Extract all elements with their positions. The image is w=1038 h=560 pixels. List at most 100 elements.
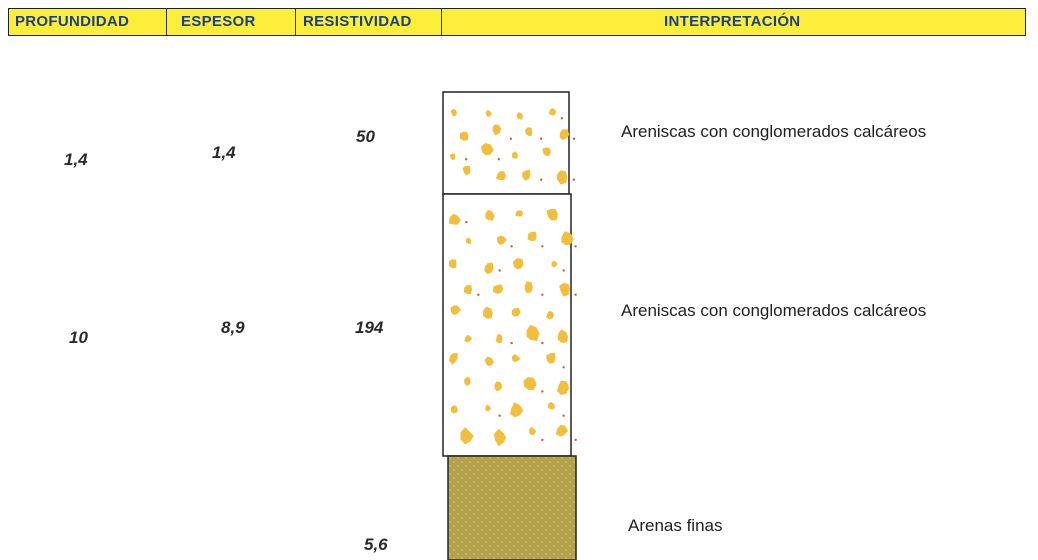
pebble [557, 329, 568, 343]
pebble [512, 258, 524, 270]
pebble [495, 170, 507, 181]
pebble [448, 259, 457, 269]
pebble [494, 381, 503, 392]
header-interpretacion: INTERPRETACIÓN [664, 13, 801, 30]
pebble [462, 165, 471, 176]
pebble [484, 356, 495, 367]
pebble [450, 305, 461, 316]
pebble-dot [541, 245, 544, 248]
pebble-dot [574, 293, 577, 296]
pebble [542, 147, 551, 156]
pebble-dot [465, 220, 468, 224]
pebble [448, 213, 461, 225]
pebble [465, 237, 472, 244]
pebble [464, 334, 473, 343]
pebble-dot [541, 341, 544, 345]
pebble [526, 324, 540, 341]
pebble [450, 405, 458, 414]
pebble [527, 231, 537, 242]
pebble-dot [477, 293, 480, 296]
pebble [494, 428, 507, 447]
pebble [511, 308, 521, 317]
pebble [555, 425, 569, 437]
pebble [485, 209, 495, 221]
pebble-dot [510, 245, 513, 248]
pebble [548, 401, 556, 410]
layer-3-resistividad: 5,6 [364, 535, 388, 554]
pebble-dot [498, 414, 501, 417]
pebble-dot [560, 117, 564, 120]
pebble-dot [539, 137, 543, 140]
layer-1-pebbles [449, 108, 576, 185]
pebble-dot [574, 438, 577, 442]
pebble [559, 129, 570, 141]
pebble [460, 427, 474, 445]
header-divider [441, 9, 442, 35]
pebble-dot [562, 269, 565, 272]
header-profundidad: PROFUNDIDAD [15, 13, 130, 30]
pebble [463, 284, 472, 295]
layer-2-resistividad: 194 [355, 318, 384, 337]
pebble [484, 262, 494, 275]
layer-2-box [442, 193, 577, 457]
pebble-dot [541, 438, 544, 442]
pebble-dot [464, 158, 468, 161]
pebble [483, 306, 493, 319]
pebble [524, 281, 533, 294]
pebble-dot [541, 390, 544, 393]
layer-1-espesor: 1,4 [212, 143, 236, 162]
pebble [561, 231, 574, 245]
header-resistividad: RESISTIVIDAD [303, 13, 412, 30]
pebble [492, 124, 502, 136]
layer-2-pebbles [448, 208, 577, 447]
pebble [522, 169, 531, 181]
pebble-dot [574, 245, 577, 248]
pebble [557, 380, 570, 395]
pebble-dot [562, 414, 565, 417]
pebble [548, 108, 557, 116]
pebble-dot [562, 366, 565, 369]
table-header: PROFUNDIDAD ESPESOR RESISTIVIDAD INTERPR… [8, 8, 1026, 36]
layer-1-box [442, 91, 576, 195]
pebble [546, 310, 555, 320]
layer-1-resistividad: 50 [356, 127, 375, 146]
pebble [485, 404, 492, 412]
pebble [524, 127, 533, 137]
layer-2-interpretacion: Areniscas con conglomerados calcáreos [621, 301, 927, 320]
pebble [559, 282, 570, 297]
pebble [485, 110, 492, 118]
pebble-dot [539, 178, 543, 181]
pebble [510, 402, 524, 418]
pebble [529, 426, 537, 436]
pebble [511, 151, 519, 159]
pebble-dot [509, 137, 513, 140]
pebble [546, 208, 558, 221]
layer-2-espesor: 8,9 [221, 318, 245, 337]
layer-1-profundidad: 1,4 [64, 150, 88, 169]
layer-3-interpretacion: Arenas finas [628, 516, 723, 535]
pebble [464, 376, 471, 386]
pebble [495, 333, 503, 344]
header-divider [166, 9, 167, 35]
pebble [449, 352, 458, 365]
pebble [496, 235, 508, 246]
pebble [551, 260, 558, 268]
pebble [480, 143, 494, 156]
pebble [546, 352, 555, 364]
layer-1-interpretacion: Areniscas con conglomerados calcáreos [621, 122, 927, 141]
pebble [450, 108, 457, 117]
pebble [511, 354, 521, 363]
pebble [523, 377, 537, 391]
pebble [449, 153, 456, 160]
pebble [516, 112, 523, 120]
pebble [459, 131, 469, 141]
header-espesor: ESPESOR [181, 13, 256, 30]
layer-3-box [447, 455, 577, 560]
pebble [515, 210, 524, 217]
layer-2-profundidad: 10 [69, 328, 88, 347]
pebble [493, 284, 504, 294]
pebble-dot [541, 293, 544, 296]
pebble-dot [497, 158, 501, 161]
pebble-dot [498, 269, 501, 272]
